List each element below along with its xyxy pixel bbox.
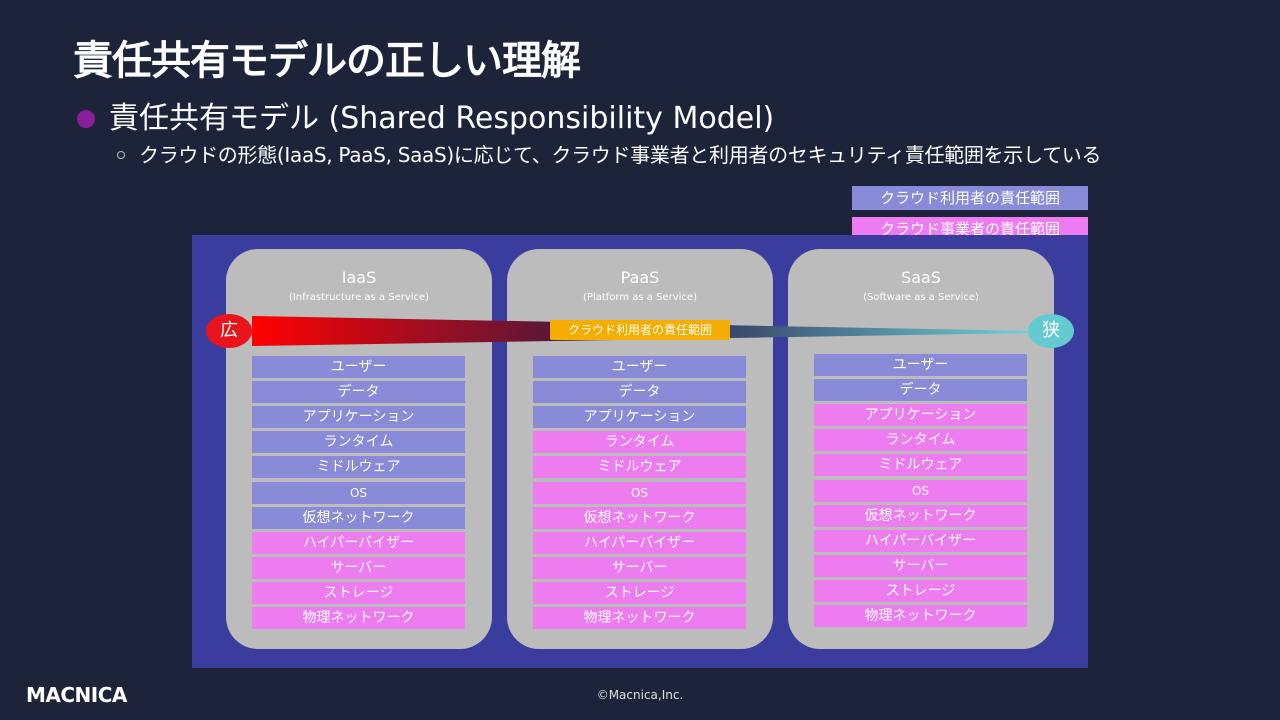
bullet-dot-icon: [77, 110, 95, 128]
layer-vendor: 物理ネットワーク: [814, 605, 1027, 627]
slide-title: 責任共有モデルの正しい理解: [73, 38, 581, 84]
layer-user: アプリケーション: [533, 406, 746, 428]
layer-vendor: 物理ネットワーク: [252, 607, 465, 629]
wide-indicator: 広: [206, 314, 252, 348]
layer-vendor: 仮想ネットワーク: [814, 505, 1027, 527]
layer-vendor: ストレージ: [252, 582, 465, 604]
layer-vendor: ストレージ: [814, 580, 1027, 602]
copyright: ©Macnica,Inc.: [596, 688, 684, 702]
layer-user: アプリケーション: [252, 406, 465, 428]
layer-vendor: 物理ネットワーク: [533, 607, 746, 629]
layer-vendor: ストレージ: [533, 582, 746, 604]
layer-user: ユーザー: [252, 356, 465, 378]
column-title: IaaS: [341, 268, 377, 287]
sub-bullet: クラウドの形態(IaaS, PaaS, SaaS)に応じて、クラウド事業者と利用…: [117, 141, 1102, 169]
main-bullet-text: 責任共有モデル (Shared Responsibility Model): [109, 101, 775, 136]
column-paas: PaaS (Platform as a Service) ユーザーデータアプリケ…: [507, 249, 773, 649]
layer-vendor: ランタイム: [533, 431, 746, 453]
layer-user: ミドルウェア: [252, 456, 465, 478]
layer-user: データ: [533, 381, 746, 403]
layer-vendor: ハイパーバイザー: [533, 532, 746, 554]
column-subtitle: (Software as a Service): [863, 292, 979, 303]
layer-user: データ: [252, 381, 465, 403]
layer-vendor: ランタイム: [814, 429, 1027, 451]
layer-vendor: サーバー: [252, 557, 465, 579]
layer-user: OS: [252, 482, 465, 504]
layer-user: データ: [814, 379, 1027, 401]
layer-vendor: OS: [814, 480, 1027, 502]
layer-vendor: 仮想ネットワーク: [533, 507, 746, 529]
column-iaas: IaaS (Infrastructure as a Service) ユーザーデ…: [226, 249, 492, 649]
layer-user: 仮想ネットワーク: [252, 507, 465, 529]
macnica-logo: MACNICA: [26, 683, 127, 707]
column-saas: SaaS (Software as a Service) ユーザーデータアプリケ…: [788, 249, 1054, 649]
layer-vendor: ハイパーバイザー: [252, 532, 465, 554]
layer-vendor: サーバー: [533, 557, 746, 579]
sub-bullet-circle-icon: [117, 151, 125, 159]
layer-vendor: ミドルウェア: [533, 456, 746, 478]
layer-user: ユーザー: [814, 354, 1027, 376]
layer-vendor: OS: [533, 482, 746, 504]
column-title: SaaS: [901, 268, 941, 287]
narrow-indicator: 狭: [1028, 314, 1074, 348]
main-bullet: 責任共有モデル (Shared Responsibility Model): [77, 99, 774, 139]
column-title: PaaS: [620, 268, 660, 287]
layer-user: ユーザー: [533, 356, 746, 378]
sub-bullet-text: クラウドの形態(IaaS, PaaS, SaaS)に応じて、クラウド事業者と利用…: [139, 143, 1102, 167]
layer-user: ランタイム: [252, 431, 465, 453]
column-subtitle: (Platform as a Service): [583, 292, 697, 303]
wedge-middle-label: クラウド利用者の責任範囲: [550, 320, 730, 340]
layer-vendor: ミドルウェア: [814, 454, 1027, 476]
layer-vendor: アプリケーション: [814, 404, 1027, 426]
column-subtitle: (Infrastructure as a Service): [288, 292, 430, 303]
layer-vendor: ハイパーバイザー: [814, 530, 1027, 552]
layer-vendor: サーバー: [814, 555, 1027, 577]
legend-user: クラウド利用者の責任範囲: [852, 186, 1088, 210]
